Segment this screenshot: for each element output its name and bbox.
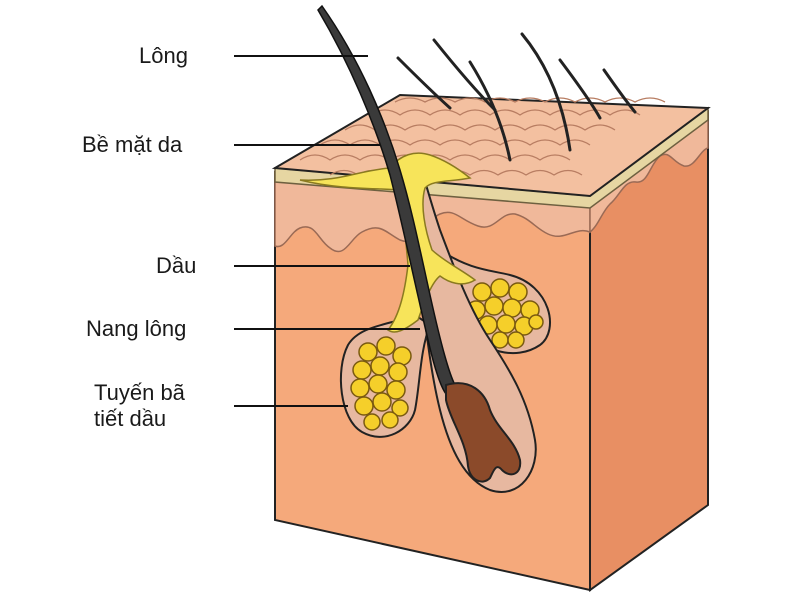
label-sebaceous-gland-line1: Tuyến bã bbox=[94, 380, 185, 405]
label-sebaceous-gland: Tuyến bã tiết dầu bbox=[94, 380, 185, 432]
label-hair: Lông bbox=[139, 43, 188, 68]
leader-lines bbox=[234, 55, 420, 407]
label-oil: Dầu bbox=[156, 253, 197, 278]
hair-bulb bbox=[445, 382, 522, 483]
surface-hairs bbox=[396, 32, 637, 162]
label-skin-surface: Bề mặt da bbox=[82, 132, 183, 157]
label-hair-follicle: Nang lông bbox=[86, 316, 187, 341]
label-sebaceous-gland-line2: tiết dầu bbox=[94, 406, 167, 431]
oil bbox=[299, 152, 477, 333]
sebaceous-gland-left-cells bbox=[350, 336, 412, 431]
